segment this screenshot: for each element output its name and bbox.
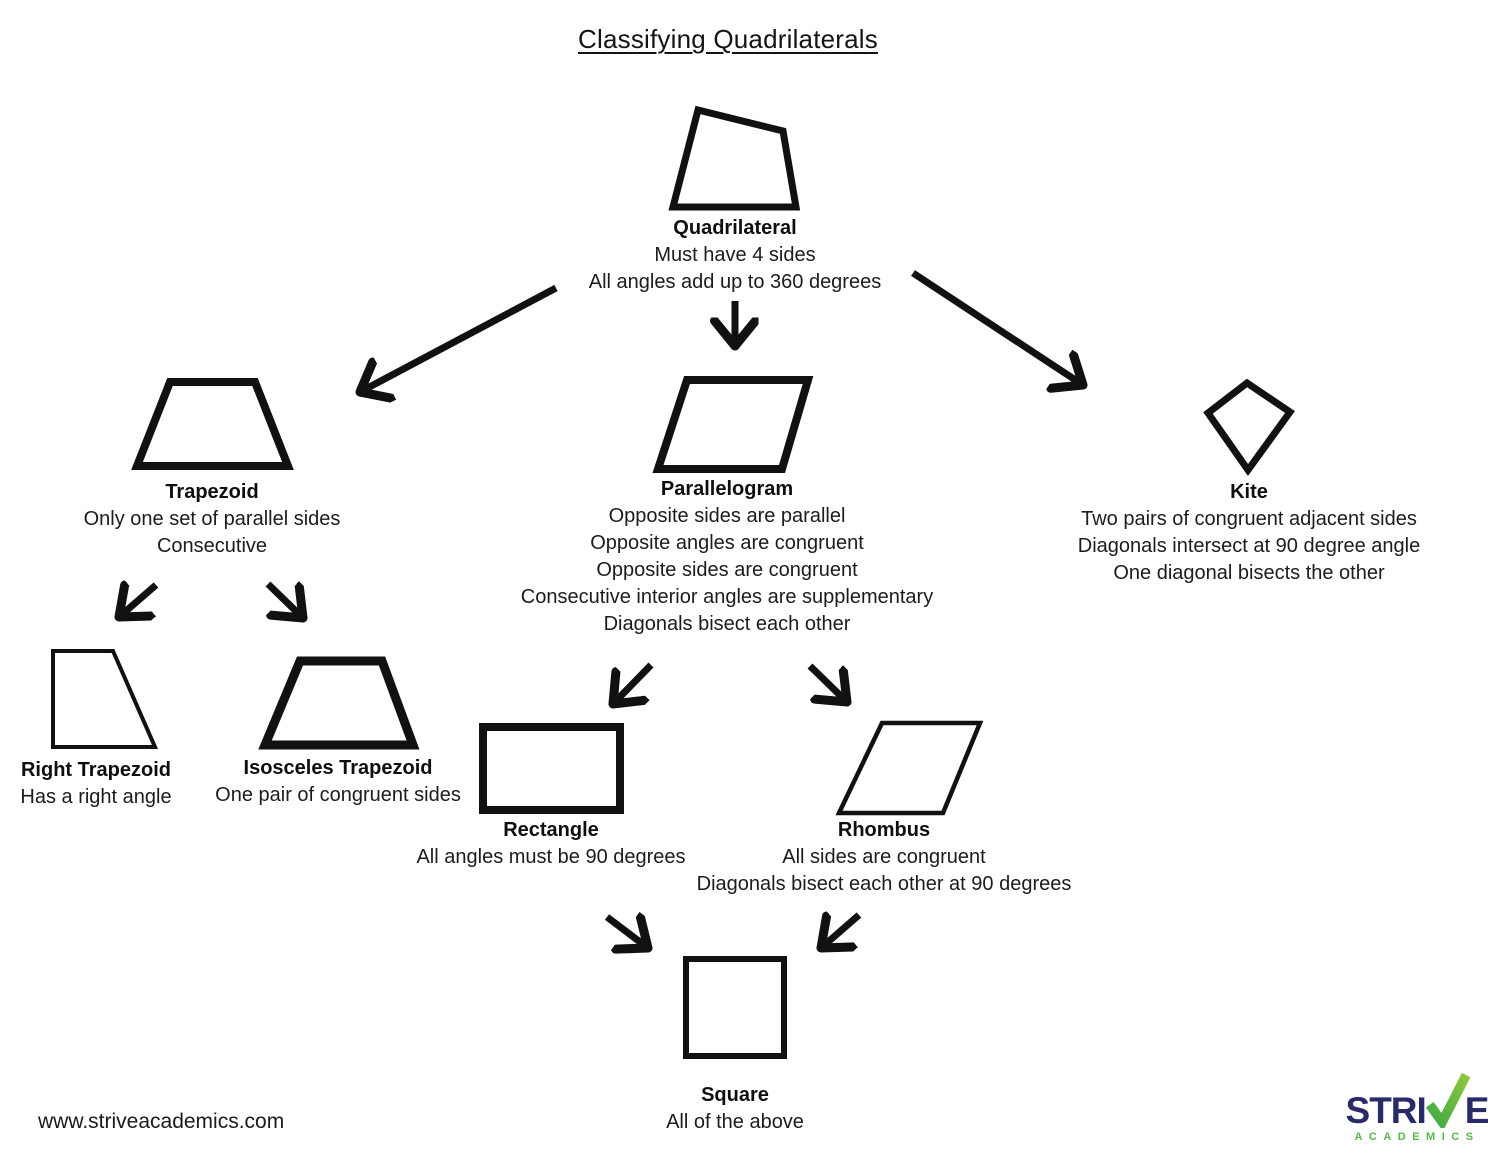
node-desc-line: Diagonals intersect at 90 degree angle	[1077, 535, 1421, 557]
node-rhombus: Rhombus All sides are congruent Diagonal…	[697, 817, 1072, 898]
node-quadrilateral: Quadrilateral Must have 4 sides All angl…	[589, 215, 881, 296]
node-label-parallelogram: Parallelogram	[660, 478, 794, 500]
rhombus-shape	[835, 720, 984, 816]
node-desc-line: All sides are congruent	[782, 846, 986, 868]
logo-text-stri: STRI	[1345, 1089, 1427, 1131]
node-desc-line: All of the above	[666, 1111, 804, 1133]
arrow-parallelogram-to-rectangle-icon	[613, 662, 654, 704]
logo-subtitle: ACADEMICS	[1354, 1131, 1480, 1143]
logo-text-e: E	[1464, 1089, 1490, 1131]
node-kite: Kite Two pairs of congruent adjacent sid…	[1078, 479, 1420, 587]
kite-shape	[1203, 378, 1295, 477]
node-label-square: Square	[701, 1084, 769, 1106]
node-desc-line: Consecutive interior angles are suppleme…	[520, 586, 934, 608]
node-square: Square All of the above	[666, 1082, 804, 1136]
arrow-parallelogram-to-rhombus-icon	[807, 663, 847, 702]
node-desc-line: All angles must be 90 degrees	[416, 846, 686, 868]
node-label-rhombus: Rhombus	[837, 819, 931, 841]
node-parallelogram: Parallelogram Opposite sides are paralle…	[521, 476, 933, 638]
node-label-right-trapezoid: Right Trapezoid	[20, 759, 171, 781]
rectangle-shape	[479, 723, 624, 814]
square-shape	[683, 956, 787, 1059]
node-label-kite: Kite	[1230, 481, 1268, 503]
website-url: www.striveacademics.com	[38, 1110, 285, 1133]
node-desc-line: Consecutive	[156, 535, 268, 557]
arrow-rhombus-to-square-icon	[821, 915, 862, 948]
node-trapezoid: Trapezoid Only one set of parallel sides…	[84, 479, 341, 560]
node-label-trapezoid: Trapezoid	[165, 481, 259, 503]
arrow-trapezoid-to-isosceles-trapezoid-icon	[265, 584, 303, 618]
node-label-quadrilateral: Quadrilateral	[673, 217, 797, 239]
arrow-quadrilateral-to-trapezoid-icon	[360, 284, 558, 392]
node-desc-line: Opposite sides are congruent	[596, 559, 858, 581]
node-desc-line: Opposite sides are parallel	[608, 505, 846, 527]
node-desc-line: Diagonals bisect each other	[603, 613, 851, 635]
arrow-quadrilateral-to-kite-icon	[911, 270, 1083, 385]
node-desc-line: Has a right angle	[20, 786, 172, 808]
checkmark-icon	[1425, 1072, 1470, 1128]
node-isosceles-trapezoid: Isosceles Trapezoid One pair of congruen…	[215, 755, 461, 809]
node-label-isosceles-trapezoid: Isosceles Trapezoid	[243, 757, 433, 779]
node-desc-line: Must have 4 sides	[654, 244, 816, 266]
node-desc-line: Opposite angles are congruent	[590, 532, 864, 554]
arrow-trapezoid-to-right-trapezoid-icon	[119, 585, 159, 617]
node-right-trapezoid: Right Trapezoid Has a right angle	[20, 757, 171, 811]
isosceles-trapezoid-shape	[258, 656, 420, 750]
node-desc-line: Only one set of parallel sides	[83, 508, 341, 530]
node-desc-line: All angles add up to 360 degrees	[588, 271, 882, 293]
quadrilateral-shape	[668, 105, 801, 211]
node-desc-line: Diagonals bisect each other at 90 degree…	[696, 873, 1072, 895]
logo-wordmark: STRI E	[1336, 1070, 1498, 1131]
trapezoid-shape	[131, 378, 294, 470]
node-desc-line: One pair of congruent sides	[215, 784, 461, 806]
node-label-rectangle: Rectangle	[503, 819, 599, 841]
page-title: Classifying Quadrilaterals	[578, 24, 878, 54]
node-desc-line: Two pairs of congruent adjacent sides	[1081, 508, 1417, 530]
node-desc-line: One diagonal bisects the other	[1113, 562, 1385, 584]
strive-logo: STRI E ACADEMICS	[1336, 1070, 1498, 1143]
node-rectangle: Rectangle All angles must be 90 degrees	[416, 817, 685, 871]
arrow-rectangle-to-square-icon	[604, 917, 648, 948]
right-trapezoid-shape	[51, 649, 159, 749]
parallelogram-shape	[652, 376, 814, 473]
